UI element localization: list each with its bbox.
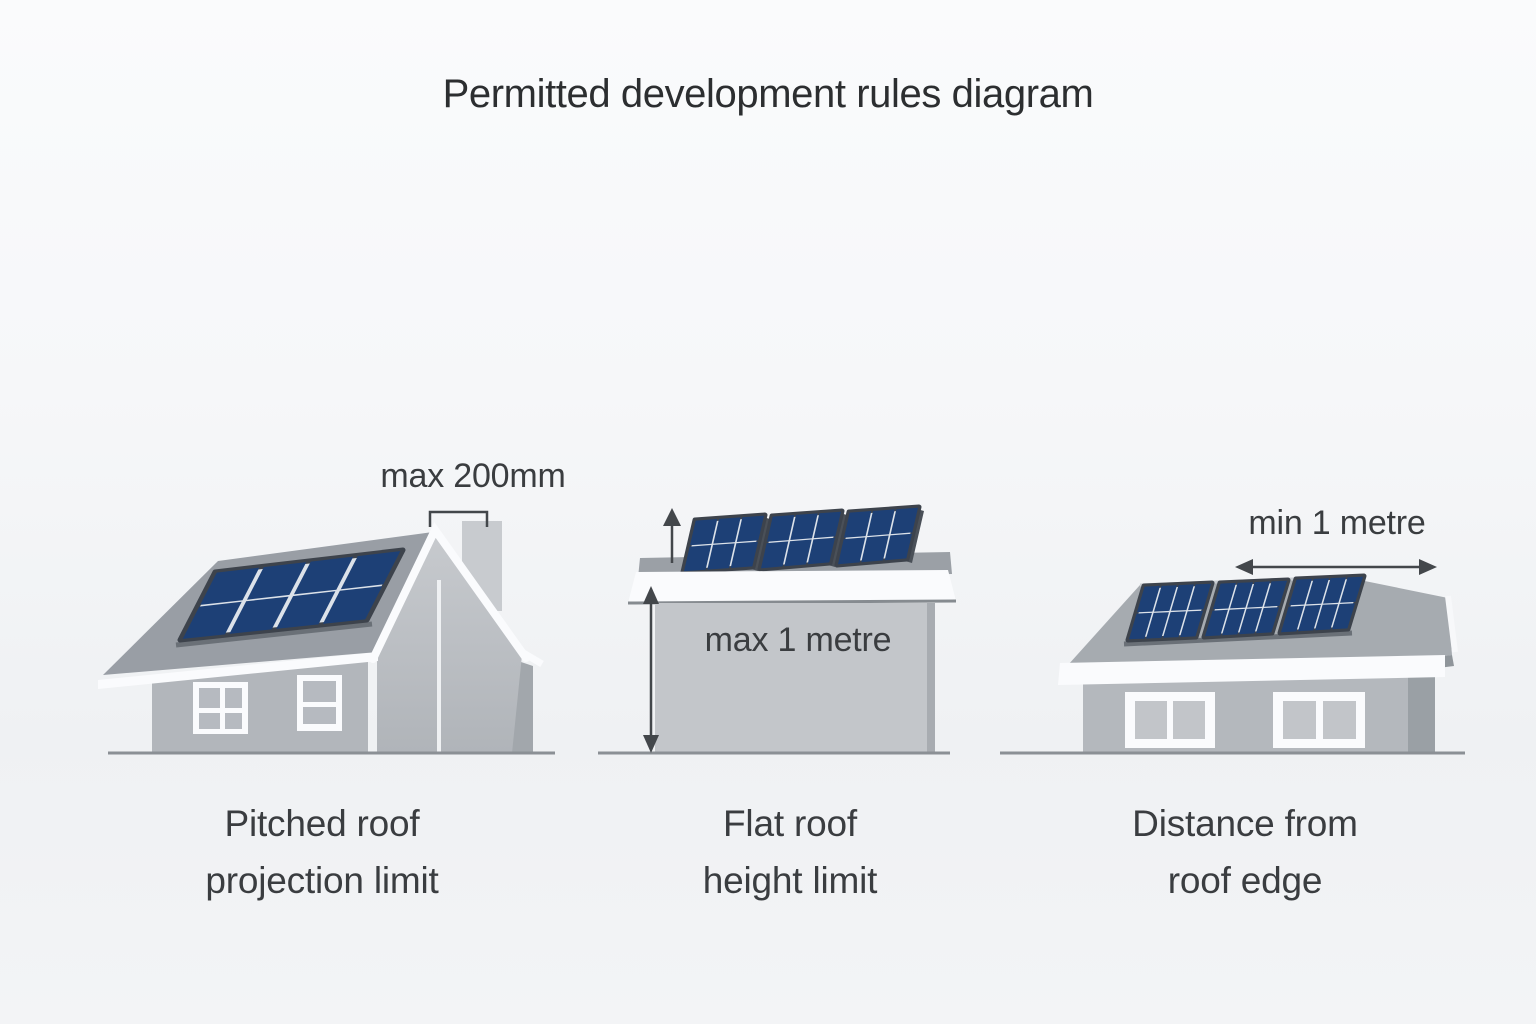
side-return-wall xyxy=(1408,668,1435,753)
caption-line: roof edge xyxy=(1167,860,1323,901)
flat-building-wall xyxy=(655,603,935,753)
pitched-roof-house-illustration xyxy=(98,510,555,755)
cornice-shadow xyxy=(627,599,957,605)
page-title: Permitted development rules diagram xyxy=(442,72,1094,116)
gable-wall xyxy=(377,532,522,753)
figure-flat-roof xyxy=(590,428,970,763)
caption-pitched-roof: Pitched roof projection limit xyxy=(122,795,522,909)
caption-line: Flat roof xyxy=(723,803,857,844)
wall-edge-shade xyxy=(927,603,935,753)
panel-rail xyxy=(175,621,373,648)
caption-line: height limit xyxy=(702,860,878,901)
window xyxy=(1273,692,1365,748)
annotation-max-200mm: max 200mm xyxy=(380,457,566,495)
solar-array xyxy=(177,547,406,643)
cornice xyxy=(628,570,956,603)
distance-dimension-arrow xyxy=(1235,559,1437,575)
solar-array xyxy=(1277,573,1367,636)
caption-flat-roof: Flat roof height limit xyxy=(590,795,990,909)
caption-line: Distance from xyxy=(1132,803,1358,844)
annotation-min-1-metre: min 1 metre xyxy=(1248,504,1426,542)
solar-array xyxy=(757,508,845,572)
solar-array xyxy=(1125,580,1215,643)
roof-edge-house-illustration xyxy=(1000,559,1465,755)
annotation-max-1-metre: max 1 metre xyxy=(704,621,892,659)
height-dimension-arrow xyxy=(643,586,659,753)
window xyxy=(193,682,248,734)
caption-roof-edge: Distance from roof edge xyxy=(1045,795,1445,909)
caption-line: Pitched roof xyxy=(224,803,420,844)
flat-roof-building-illustration xyxy=(598,504,957,755)
dimension-bracket xyxy=(428,510,489,527)
panel-rail xyxy=(1123,630,1353,647)
eaves-trim xyxy=(98,652,378,689)
figure-pitched-roof xyxy=(88,428,568,763)
window xyxy=(1125,692,1215,748)
solar-array xyxy=(1201,577,1291,640)
solar-array xyxy=(834,504,922,568)
eaves-trim xyxy=(1058,655,1445,685)
roof-edge-trim xyxy=(1445,595,1458,653)
caption-line: projection limit xyxy=(205,860,439,901)
bargeboard-trim xyxy=(369,522,530,663)
solar-array xyxy=(680,512,768,575)
figure-roof-edge xyxy=(998,428,1473,763)
window xyxy=(297,675,342,731)
up-arrow-icon xyxy=(663,508,681,563)
